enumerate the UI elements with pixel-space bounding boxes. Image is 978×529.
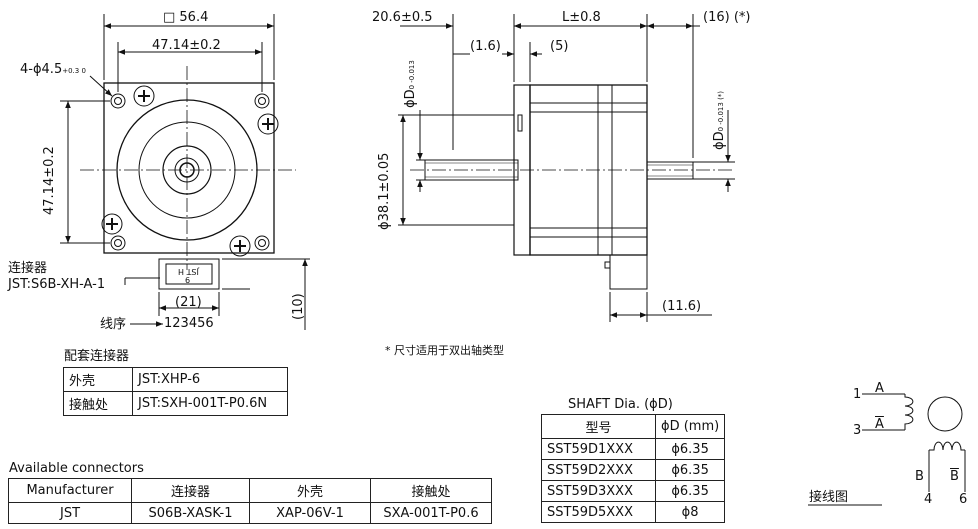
table-header: 型号 bbox=[541, 414, 656, 439]
screws bbox=[101, 85, 279, 257]
dim-rear-d-label: ϕD0 -0.013 (*) bbox=[712, 90, 727, 150]
wiring-a-bar: A bbox=[875, 417, 884, 432]
connector-side bbox=[609, 254, 648, 290]
connector-text-2: 6 bbox=[185, 276, 191, 285]
table-cell: SST59D1XXX bbox=[541, 438, 656, 460]
dim-square-label: □ 56.4 bbox=[163, 10, 209, 25]
mounting-holes bbox=[110, 93, 270, 251]
shaft-table: 型号 ϕD (mm) SST59D1XXX ϕ6.35 SST59D2XXX ϕ… bbox=[541, 414, 726, 523]
dim-bolt-v-label: 47.14±0.2 bbox=[42, 146, 57, 215]
wiring-pin6: 6 bbox=[959, 492, 968, 507]
table-cell: ϕ8 bbox=[654, 501, 726, 523]
rotor-circle bbox=[927, 396, 963, 432]
table-header: 连接器 bbox=[131, 478, 250, 503]
table-cell: SXA-001T-P0.6 bbox=[370, 502, 492, 524]
wiring-b: B bbox=[915, 469, 924, 484]
table-cell: ϕ6.35 bbox=[654, 438, 726, 460]
table-cell: ϕ6.35 bbox=[654, 480, 726, 502]
table-row: SST59D2XXX ϕ6.35 bbox=[541, 459, 726, 481]
footnote: * 尺寸适用于双出轴类型 bbox=[385, 344, 504, 357]
pin-order-label: 线序 bbox=[100, 317, 127, 332]
available-table: Manufacturer 连接器 外壳 接触处 JST S06B-XASK-1 … bbox=[8, 478, 492, 524]
table-header: Manufacturer bbox=[8, 478, 132, 503]
available-title: Available connectors bbox=[9, 461, 144, 476]
table-header: 外壳 bbox=[249, 478, 371, 503]
motor-square-outline bbox=[103, 82, 275, 254]
dim-shaft-d-label: ϕD0 -0.013 bbox=[403, 60, 418, 108]
connector-text-1: JST H bbox=[178, 267, 199, 276]
mating-table: 外壳 JST:XHP-6 接触处 JST:SXH-001T-P0.6N bbox=[63, 367, 288, 416]
dim-1-6-label: (1.6) bbox=[470, 39, 501, 54]
side-view bbox=[398, 14, 735, 322]
table-cell: 外壳 bbox=[63, 367, 133, 392]
shaft-title: SHAFT Dia. (ϕD) bbox=[568, 397, 673, 412]
table-row: JST S06B-XASK-1 XAP-06V-1 SXA-001T-P0.6 bbox=[8, 502, 492, 524]
table-cell: SST59D5XXX bbox=[541, 501, 656, 523]
connector-label-en: JST:S6B-XH-A-1 bbox=[8, 277, 106, 292]
dim-length-label: L±0.8 bbox=[562, 10, 601, 25]
rear-shaft-side bbox=[646, 161, 694, 180]
dim-flange-label: 20.6±0.5 bbox=[372, 10, 433, 25]
table-cell: XAP-06V-1 bbox=[249, 502, 371, 524]
table-cell: 接触处 bbox=[63, 391, 133, 416]
table-row: 外壳 JST:XHP-6 bbox=[63, 367, 288, 392]
table-row: 接触处 JST:SXH-001T-P0.6N bbox=[63, 391, 288, 416]
table-cell: JST:SXH-001T-P0.6N bbox=[132, 391, 288, 416]
dim-pilot-label: ϕ38.1±0.05 bbox=[377, 152, 392, 230]
wiring-b-bar: B bbox=[950, 469, 959, 484]
wiring-pin3: 3 bbox=[853, 423, 862, 438]
connector-housing bbox=[158, 258, 220, 290]
table-header-row: Manufacturer 连接器 外壳 接触处 bbox=[8, 478, 492, 503]
table-header-row: 型号 ϕD (mm) bbox=[541, 414, 726, 439]
dim-5-label: (5) bbox=[550, 39, 569, 54]
dim-connector-h-label: (10) bbox=[291, 293, 306, 320]
table-cell: SST59D3XXX bbox=[541, 480, 656, 502]
table-cell: ϕ6.35 bbox=[654, 459, 726, 481]
dim-holes-label: 4-ϕ4.5+0.3 0 bbox=[20, 62, 86, 77]
dim-cable-label: (11.6) bbox=[662, 299, 702, 314]
front-shaft-side bbox=[424, 159, 519, 181]
table-row: SST59D3XXX ϕ6.35 bbox=[541, 480, 726, 502]
wiring-pin1: 1 bbox=[853, 387, 862, 402]
pin-order-value: 123456 bbox=[164, 316, 214, 331]
wiring-diagram bbox=[808, 393, 966, 506]
dim-connector-w-label: (21) bbox=[175, 295, 202, 310]
table-header: ϕD (mm) bbox=[654, 414, 726, 439]
table-cell: JST:XHP-6 bbox=[132, 367, 288, 392]
connector-label-cn: 连接器 bbox=[8, 261, 48, 276]
table-header: 接触处 bbox=[370, 478, 492, 503]
table-cell: JST bbox=[8, 502, 132, 524]
mating-title: 配套连接器 bbox=[64, 349, 130, 364]
dim-bolt-h-label: 47.14±0.2 bbox=[152, 38, 221, 53]
wiring-a: A bbox=[875, 381, 884, 396]
dim-rear-shaft-label: (16) (*) bbox=[703, 10, 751, 25]
wiring-title: 接线图 bbox=[809, 490, 849, 505]
table-row: SST59D5XXX ϕ8 bbox=[541, 501, 726, 523]
table-cell: S06B-XASK-1 bbox=[131, 502, 250, 524]
front-view bbox=[60, 14, 310, 330]
wiring-pin4: 4 bbox=[924, 492, 933, 507]
table-row: SST59D1XXX ϕ6.35 bbox=[541, 438, 726, 460]
table-cell: SST59D2XXX bbox=[541, 459, 656, 481]
